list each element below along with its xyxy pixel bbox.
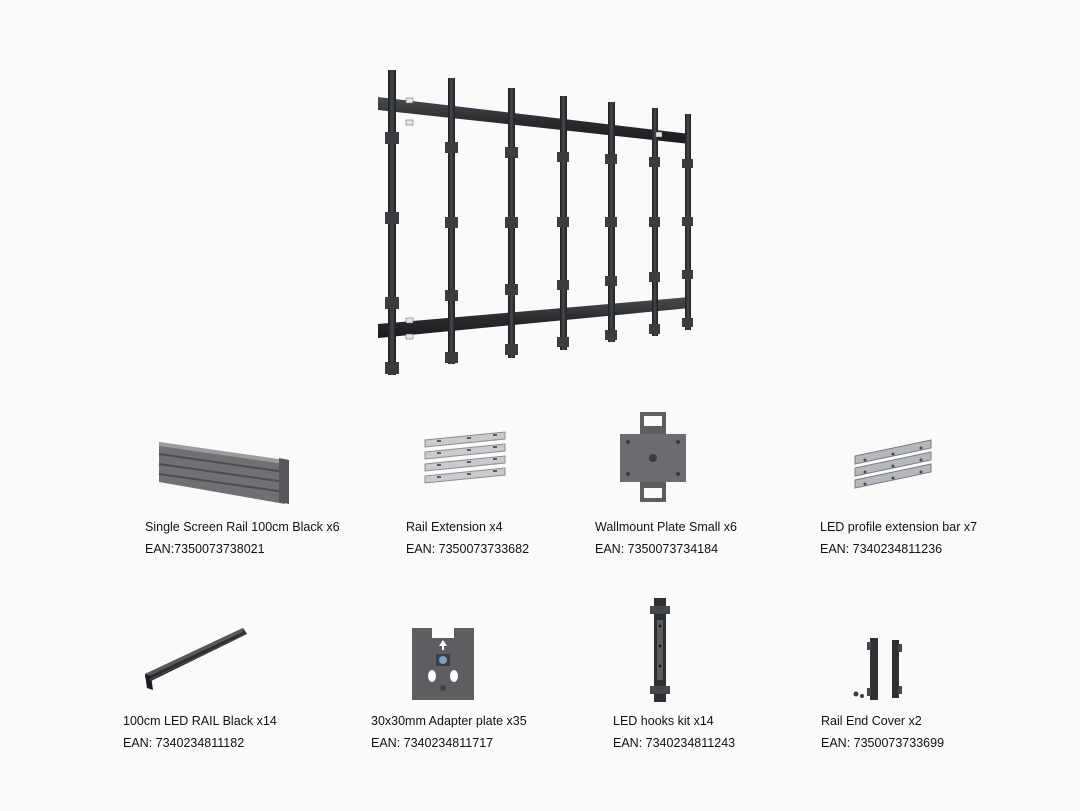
- product-caption: Rail Extension x4 EAN: 7350073733682: [406, 516, 529, 560]
- product-name: 30x30mm Adapter plate x35: [371, 714, 527, 728]
- product-name: LED profile extension bar x7: [820, 520, 978, 534]
- product-caption: Wallmount Plate Small x6 EAN: 7350073734…: [595, 516, 737, 560]
- product-name: 100cm LED RAIL Black x14: [123, 714, 277, 728]
- product-caption: Single Screen Rail 100cm Black x6 EAN:73…: [145, 516, 340, 560]
- product-ean: EAN:7350073738021: [145, 542, 265, 556]
- led-hooks-kit-image: [650, 598, 670, 702]
- led-rail-image: [145, 628, 247, 690]
- product-caption: 100cm LED RAIL Black x14 EAN: 7340234811…: [123, 710, 277, 754]
- led-profile-extension-bar-image: [854, 439, 932, 489]
- product-name: Rail Extension x4: [406, 520, 503, 534]
- rail-end-cover-image: [853, 638, 902, 700]
- single-screen-rail-image: [158, 442, 289, 504]
- product-name: Rail End Cover x2: [821, 714, 922, 728]
- product-name: LED hooks kit x14: [613, 714, 714, 728]
- product-caption: LED hooks kit x14 EAN: 7340234811243: [613, 710, 735, 754]
- wallmount-plate-image: [620, 412, 686, 502]
- product-ean: EAN: 7340234811717: [371, 736, 494, 750]
- product-caption: 30x30mm Adapter plate x35 EAN: 734023481…: [371, 710, 527, 754]
- product-caption: LED profile extension bar x7 EAN: 734023…: [820, 516, 977, 560]
- product-name: Single Screen Rail 100cm Black x6: [145, 520, 340, 534]
- product-ean: EAN: 7350073734184: [595, 542, 719, 556]
- rail-extension-image: [424, 431, 506, 484]
- product-caption: Rail End Cover x2 EAN: 7350073733699: [821, 710, 944, 754]
- product-ean: EAN: 7350073733682: [406, 542, 530, 556]
- product-ean: EAN: 7340234811243: [613, 736, 736, 750]
- product-ean: EAN: 7340234811182: [123, 736, 245, 750]
- product-ean: EAN: 7340234811236: [820, 542, 943, 556]
- led-wall-mount-assembly-image: [360, 62, 710, 382]
- adapter-plate-image: [412, 628, 474, 700]
- product-ean: EAN: 7350073733699: [821, 736, 945, 750]
- product-name: Wallmount Plate Small x6: [595, 520, 737, 534]
